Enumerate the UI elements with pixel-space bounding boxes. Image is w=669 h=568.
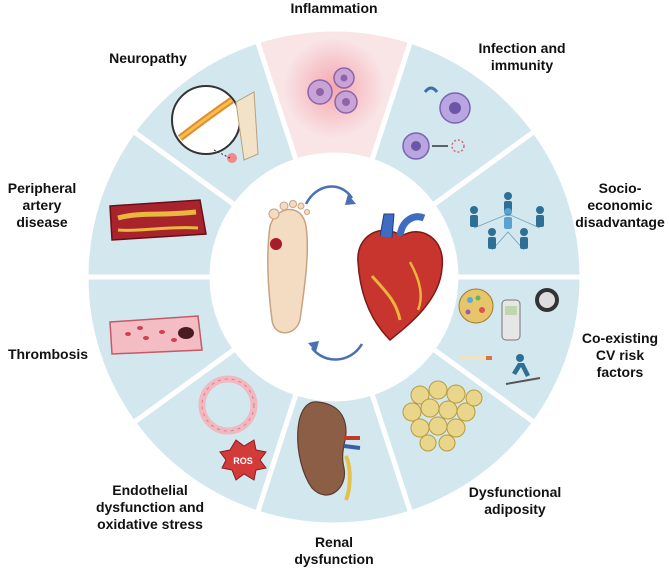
immune-cells-icon: [402, 86, 471, 160]
label-cv-risk-factors: Co-existing CV risk factors: [581, 330, 659, 380]
label-socio-economic: Socio- economic disadvantage: [575, 180, 665, 230]
label-endothelial-dysfunction: Endothelial dysfunction and oxidative st…: [95, 482, 205, 532]
adipocytes-icon: [402, 380, 483, 452]
diabetic-foot-icon: [267, 200, 310, 334]
risk-factors-icon: [458, 288, 559, 385]
cycle-arrow-icon: [304, 185, 364, 361]
people-network-icon: [470, 192, 544, 251]
label-peripheral-artery-disease: Peripheral artery disease: [7, 180, 77, 230]
heart-icon: [357, 213, 444, 342]
cycle-arrowheads: [308, 194, 356, 352]
label-renal-dysfunction: Renal dysfunction: [294, 534, 374, 567]
inflammatory-cells-icon: [284, 38, 384, 138]
ros-burst-icon: ROS: [219, 439, 267, 481]
label-neuropathy: Neuropathy: [109, 50, 187, 66]
label-inflammation: Inflammation: [290, 0, 378, 16]
plaque-artery-icon: [109, 199, 207, 241]
label-thrombosis: Thrombosis: [7, 346, 89, 362]
kidney-icon: [297, 401, 361, 501]
label-infection-immunity: Infection and immunity: [478, 40, 566, 73]
label-dysfunctional-adiposity: Dysfunctional adiposity: [468, 484, 562, 517]
ros-label: ROS: [233, 456, 253, 466]
nerve-magnifier-icon: [171, 85, 259, 163]
vessel-ring-icon: [198, 375, 258, 435]
thrombus-vessel-icon: [109, 315, 203, 355]
